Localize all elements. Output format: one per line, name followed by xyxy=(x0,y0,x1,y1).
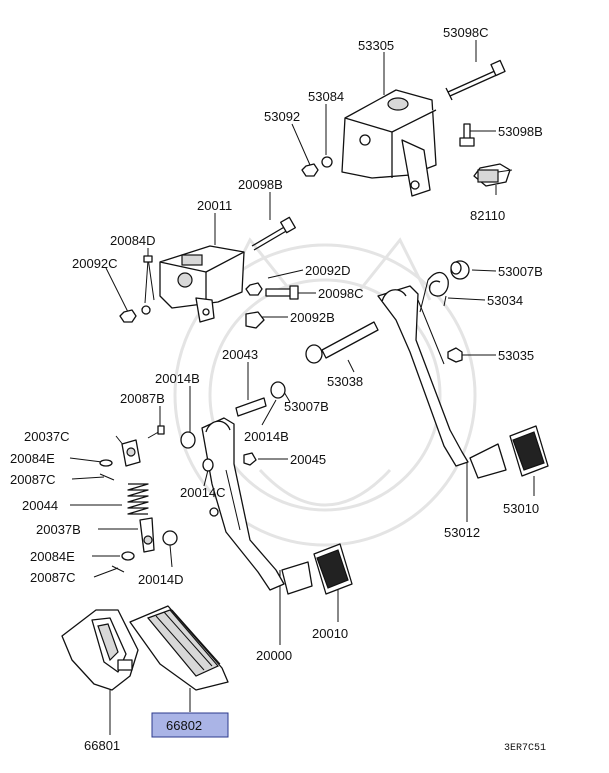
spring-53034 xyxy=(419,271,449,313)
nut-20092D xyxy=(245,282,263,296)
bolt-20098C xyxy=(265,285,299,300)
bushing-20014B-mid xyxy=(270,381,286,399)
bushing-53007B-top xyxy=(450,260,470,280)
label-20014B-mid[interactable]: 20014B xyxy=(244,429,289,444)
clip-20045 xyxy=(243,452,257,466)
washer-20084E-bot xyxy=(121,551,135,561)
washer-20084E-top xyxy=(99,459,113,467)
label-20084E-bot[interactable]: 20084E xyxy=(30,549,75,564)
label-53098B[interactable]: 53098B xyxy=(498,124,543,139)
label-20043[interactable]: 20043 xyxy=(222,347,258,362)
label-53084[interactable]: 53084 xyxy=(308,89,344,104)
shaft-20043 xyxy=(235,397,267,417)
diagram-code: 3ER7C51 xyxy=(504,743,546,754)
label-20092C[interactable]: 20092C xyxy=(72,256,118,271)
label-53034[interactable]: 53034 xyxy=(487,293,523,308)
clevis-20037C xyxy=(121,439,141,467)
pin-20087B xyxy=(147,425,165,439)
label-20045[interactable]: 20045 xyxy=(290,452,326,467)
label-20092D[interactable]: 20092D xyxy=(305,263,351,278)
label-20014C[interactable]: 20014C xyxy=(180,485,226,500)
bushing-20014C xyxy=(202,458,214,472)
label-66801[interactable]: 66801 xyxy=(84,738,120,753)
bushing-20014B-left xyxy=(180,431,196,449)
label-20098B[interactable]: 20098B xyxy=(238,177,283,192)
label-53035[interactable]: 53035 xyxy=(498,348,534,363)
label-53007B-top[interactable]: 53007B xyxy=(498,264,543,279)
label-20037C[interactable]: 20037C xyxy=(24,429,70,444)
label-20044[interactable]: 20044 xyxy=(22,498,58,513)
switch-82110 xyxy=(473,163,513,187)
label-20087C-top[interactable]: 20087C xyxy=(10,472,56,487)
bolt-53098B xyxy=(459,123,475,147)
highlight-66802 xyxy=(151,712,229,738)
bolt-53098C xyxy=(445,59,506,101)
label-20011[interactable]: 20011 xyxy=(197,198,232,213)
part-labels: 53305 53098C 53084 53092 53098B 82110 20… xyxy=(10,25,546,754)
label-20037B[interactable]: 20037B xyxy=(36,522,81,537)
label-20010[interactable]: 20010 xyxy=(312,626,348,641)
stopper-53035 xyxy=(447,347,463,363)
label-53038[interactable]: 53038 xyxy=(327,374,363,389)
label-20014D[interactable]: 20014D xyxy=(138,572,184,587)
shaft-53038 xyxy=(321,321,379,359)
footrest-bracket-66801 xyxy=(61,609,139,691)
label-53098C[interactable]: 53098C xyxy=(443,25,489,40)
nuts-20092C xyxy=(119,305,151,323)
footrest-pad-66802 xyxy=(129,605,229,691)
label-20000[interactable]: 20000 xyxy=(256,648,292,663)
pedal-bracket-53305 xyxy=(341,89,437,197)
clip-20092B xyxy=(245,311,265,329)
bushing-53007B-mid xyxy=(305,344,323,364)
label-20087C-bot[interactable]: 20087C xyxy=(30,570,76,585)
pin-20087C-top xyxy=(99,473,115,481)
label-53092[interactable]: 53092 xyxy=(264,109,300,124)
nut-53092 xyxy=(301,163,319,177)
label-53012[interactable]: 53012 xyxy=(444,525,480,540)
bolt-20084D xyxy=(143,255,155,301)
pedal-pad-53010 xyxy=(509,425,549,477)
bolt-20098B xyxy=(251,216,296,251)
nut-53084 xyxy=(321,156,333,168)
bushing-20014D xyxy=(162,530,178,546)
pedal-pad-20010 xyxy=(313,543,353,595)
label-20084D[interactable]: 20084D xyxy=(110,233,156,248)
label-20087B[interactable]: 20087B xyxy=(120,391,165,406)
label-20014B-left[interactable]: 20014B xyxy=(155,371,200,386)
label-53010[interactable]: 53010 xyxy=(503,501,539,516)
label-66802[interactable]: 66802 xyxy=(166,718,202,733)
clevis-20037B xyxy=(139,517,155,553)
label-53007B-mid[interactable]: 53007B xyxy=(284,399,329,414)
pedal-arm-53012 xyxy=(377,285,507,479)
label-53305[interactable]: 53305 xyxy=(358,38,394,53)
pedal-arm-20000 xyxy=(201,417,313,595)
bracket-20011 xyxy=(159,245,245,323)
label-20092B[interactable]: 20092B xyxy=(290,310,335,325)
watermark-emblem xyxy=(173,237,477,547)
label-20098C[interactable]: 20098C xyxy=(318,286,364,301)
spring-20044 xyxy=(127,483,149,515)
leader-lines xyxy=(69,40,535,735)
pin-20087C-bot xyxy=(111,565,125,573)
label-82110[interactable]: 82110 xyxy=(470,208,505,223)
label-20084E-top[interactable]: 20084E xyxy=(10,451,55,466)
